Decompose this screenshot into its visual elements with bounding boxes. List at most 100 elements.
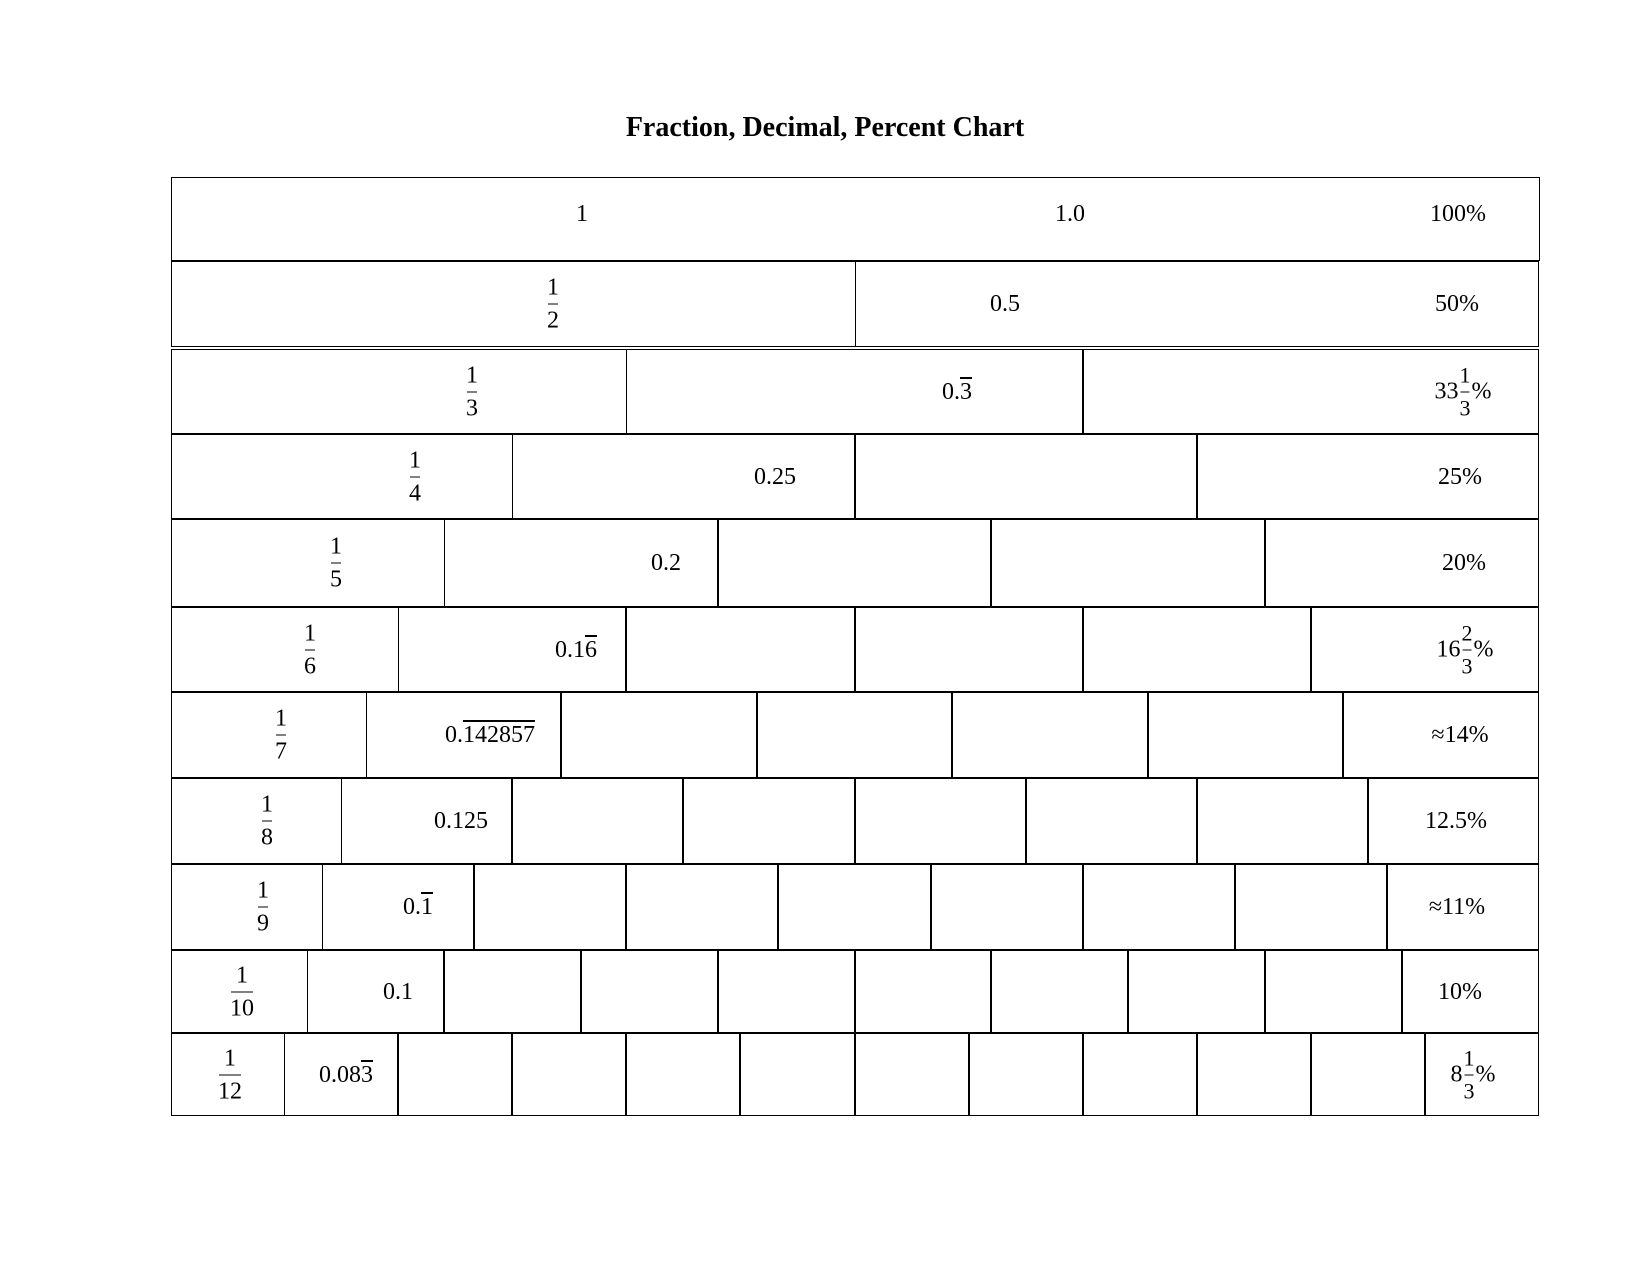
percent-label: ≈14%: [1431, 722, 1488, 748]
percent-suffix: %: [1471, 378, 1492, 405]
piece-cell: [718, 950, 855, 1033]
percent-text: 10%: [1438, 978, 1482, 1005]
decimal-repeat: 1: [421, 894, 433, 920]
piece-cell: [474, 864, 626, 950]
decimal-label: 0.25: [754, 464, 796, 490]
row-9: [171, 864, 1540, 950]
row-4: [171, 434, 1540, 519]
piece-cell: [1083, 607, 1311, 692]
percent-fraction-numerator: 1: [1463, 1045, 1475, 1070]
piece-cell: [284, 1033, 398, 1116]
percent-fraction-denominator: 3: [1461, 653, 1473, 678]
fraction-bar: [219, 1074, 241, 1075]
fraction-denominator: 4: [409, 480, 421, 506]
piece-cell: [1197, 1033, 1311, 1116]
piece-cell: [171, 349, 627, 434]
piece-cell: [1083, 349, 1539, 434]
piece-cell: [952, 692, 1148, 778]
percent-suffix: %: [1475, 1061, 1496, 1088]
piece-cell: [581, 950, 718, 1033]
piece-cell: [171, 519, 445, 607]
fraction-numerator: 1: [409, 447, 421, 473]
piece-cell: [341, 778, 512, 864]
decimal-repeat: 142857: [463, 722, 535, 748]
percent-text: 12.5%: [1425, 808, 1487, 834]
decimal-label: 0.2: [651, 550, 681, 576]
piece-cell: [171, 864, 323, 950]
piece-cell: [1402, 950, 1539, 1033]
percent-label: 25%: [1438, 464, 1482, 490]
piece-cell: [1026, 778, 1197, 864]
fraction-denominator: 12: [218, 1078, 242, 1104]
fraction-numerator: 1: [261, 791, 273, 818]
piece-cell: [931, 864, 1083, 950]
percent-text: 50%: [1435, 291, 1479, 317]
percent-label: 10%: [1438, 979, 1482, 1005]
piece-cell: [322, 864, 474, 950]
piece-cell: [1128, 950, 1265, 1033]
fraction-numerator: 1: [275, 705, 287, 732]
piece-cell: [626, 349, 1083, 434]
percent-text: ≈14%: [1431, 722, 1489, 748]
piece-cell: [1368, 778, 1539, 864]
fraction-denominator: 8: [261, 824, 273, 851]
fraction-numerator: 1: [224, 1045, 236, 1071]
decimal-main: 0.5: [990, 291, 1020, 317]
fraction-numerator: 1: [330, 533, 342, 560]
fraction-bar: [467, 391, 477, 392]
piece-cell: [512, 778, 683, 864]
percent-suffix: %: [1473, 636, 1494, 663]
row-3: [171, 349, 1540, 434]
fraction-denominator: 3: [466, 395, 478, 421]
percent-fraction-bar: [1460, 391, 1470, 392]
percent-whole: 16: [1436, 636, 1461, 663]
percent-text: 100%: [1430, 201, 1486, 227]
piece-cell: [969, 1033, 1083, 1116]
decimal-main: 0.1: [383, 978, 413, 1005]
percent-text: ≈11%: [1428, 894, 1486, 920]
piece-cell: [683, 778, 855, 864]
decimal-label: 0.083: [319, 1062, 373, 1088]
piece-cell: [626, 864, 778, 950]
piece-cell: [1311, 1033, 1425, 1116]
fraction-numerator: 1: [304, 620, 316, 646]
percent-text: 20%: [1442, 550, 1486, 576]
piece-cell: [307, 950, 444, 1033]
decimal-main: 1.0: [1055, 201, 1085, 227]
piece-cell: [991, 519, 1265, 607]
row-6: [171, 607, 1540, 692]
decimal-main: 0.125: [434, 808, 488, 834]
piece-cell: [778, 864, 931, 950]
fraction-denominator: 5: [330, 566, 342, 593]
row-10: [171, 950, 1540, 1033]
fraction-bar: [262, 820, 272, 822]
fraction-bar: [305, 649, 315, 650]
decimal-label: 1.0: [1055, 201, 1085, 227]
row-2: [171, 261, 1540, 347]
decimal-main: 0.1: [555, 636, 585, 663]
piece-cell: [171, 261, 856, 347]
percent-whole: 33: [1434, 378, 1459, 405]
piece-cell: [855, 261, 1539, 347]
piece-cell: [171, 434, 513, 519]
decimal-label: 0.5: [990, 291, 1020, 317]
percent-text: 25%: [1438, 463, 1482, 490]
piece-cell: [444, 950, 581, 1033]
percent-whole: 8: [1450, 1061, 1463, 1088]
decimal-label: 0.3: [942, 379, 972, 405]
piece-cell: [171, 607, 399, 692]
fraction-whole: 1: [576, 201, 588, 227]
